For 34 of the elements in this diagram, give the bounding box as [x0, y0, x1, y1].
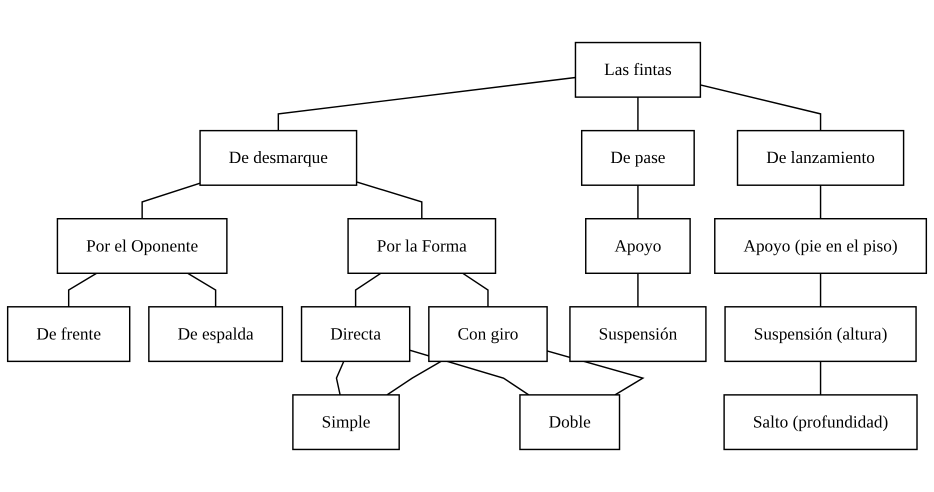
node-box: De desmarque	[199, 130, 358, 186]
connector	[354, 272, 382, 307]
node-box: Suspensión (altura)	[724, 306, 917, 362]
connector	[637, 185, 639, 219]
connector	[820, 361, 822, 395]
connector	[820, 185, 822, 219]
connector	[278, 76, 576, 131]
connector	[68, 272, 97, 307]
connector	[820, 273, 822, 307]
node-box: Apoyo	[585, 218, 691, 274]
node-box: Apoyo (pie en el piso)	[714, 218, 928, 274]
node-box: Salto (profundidad)	[723, 394, 918, 450]
connector	[462, 272, 489, 307]
node-box: De pase	[580, 130, 695, 186]
node-box: Doble	[519, 394, 620, 450]
connector	[637, 97, 639, 131]
node-box: Las fintas	[574, 42, 702, 98]
node-box: Suspensión	[569, 306, 707, 362]
connector	[336, 361, 344, 396]
node-box: De frente	[6, 306, 130, 362]
node-box: Por el Oponente	[56, 218, 228, 274]
connector	[700, 84, 822, 131]
node-box: Simple	[292, 394, 400, 450]
node-box: De espalda	[148, 306, 284, 362]
node-box: Directa	[300, 306, 410, 362]
connector	[546, 350, 645, 396]
connector	[356, 181, 423, 219]
connector	[386, 360, 442, 396]
connector	[187, 272, 216, 307]
node-box: Por la Forma	[347, 218, 496, 274]
node-box: Con giro	[428, 306, 548, 362]
connector	[637, 273, 639, 307]
node-box: De lanzamiento	[736, 130, 904, 186]
connector	[141, 182, 200, 219]
